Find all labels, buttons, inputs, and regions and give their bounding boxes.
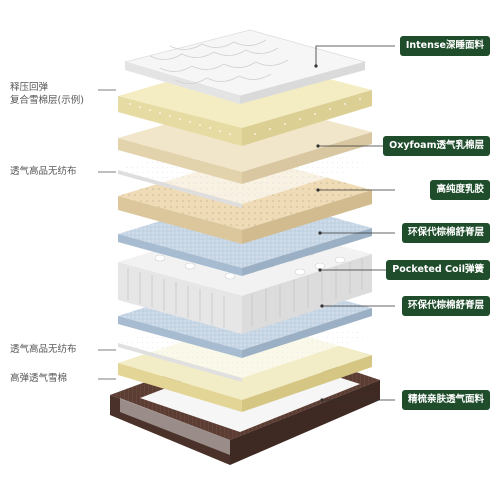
tag-oxyfoam: Oxyfoam透气乳棉层: [383, 136, 490, 156]
right-leader-dots: [314, 64, 324, 402]
label-high-resilience: 高弹透气雪棉: [10, 373, 68, 384]
tag-combed-fabric: 精梳亲肤透气面料: [401, 390, 490, 410]
quilted-top-fabric: [123, 29, 367, 104]
tag-pocket-coil: Pocketed Coil弹簧: [386, 260, 490, 280]
label-recovery-line1: 释压回弹: [10, 82, 49, 93]
label-recovery-line2: 复合雪棉层(示例): [10, 95, 84, 106]
tag-fiber-lower: 环保代棕棉舒脊层: [401, 296, 490, 316]
tag-latex: 高纯度乳胶: [430, 180, 490, 200]
label-nonwoven-top: 透气高品无纺布: [10, 166, 77, 177]
left-leader-lines: [98, 89, 116, 380]
label-nonwoven-bottom: 透气高品无纺布: [10, 344, 77, 355]
tag-fiber-upper: 环保代棕棉舒脊层: [401, 223, 490, 243]
right-leader-lines: [315, 45, 395, 401]
tag-intense-fabric: Intense深睡面料: [399, 36, 490, 56]
